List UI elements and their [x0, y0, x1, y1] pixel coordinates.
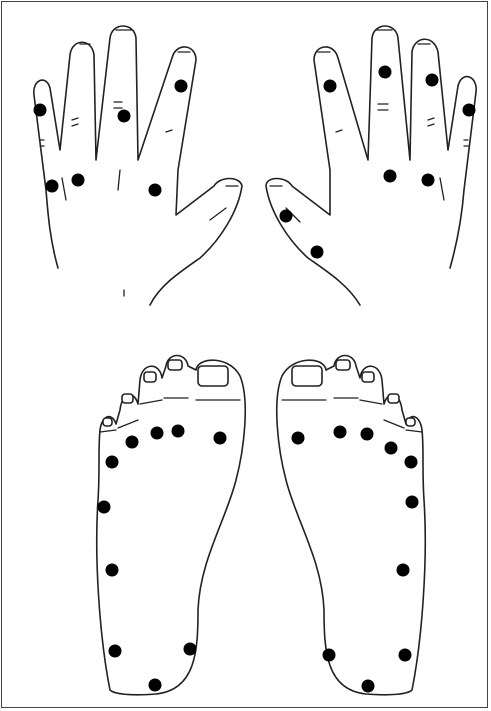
left-foot-marker — [149, 679, 162, 692]
left-foot-toenail-4 — [122, 394, 133, 403]
right-foot-marker — [361, 428, 374, 441]
right-foot-marker — [362, 680, 375, 693]
left-foot-marker — [109, 645, 122, 658]
right-hand-marker — [426, 74, 439, 87]
left-foot-big-toenail — [198, 366, 228, 386]
right-foot-toenail-3 — [362, 372, 374, 382]
left-foot-marker — [214, 432, 227, 445]
left-foot-toenail-2 — [168, 360, 182, 370]
left-hand-outline — [34, 26, 242, 305]
left-hand — [34, 26, 242, 305]
left-foot-toenail-5 — [103, 418, 112, 426]
right-foot-marker — [323, 649, 336, 662]
left-foot-marker — [151, 427, 164, 440]
right-foot-big-toenail — [292, 366, 322, 386]
left-hand-marker — [46, 180, 59, 193]
right-foot-marker — [385, 442, 398, 455]
right-foot-toenail-4 — [388, 394, 399, 403]
right-foot-marker — [292, 432, 305, 445]
left-hand-marker — [175, 80, 188, 93]
left-foot-marker — [172, 425, 185, 438]
right-foot-marker — [406, 496, 419, 509]
left-foot-marker — [106, 456, 119, 469]
right-foot-toenail-5 — [406, 418, 415, 426]
left-foot-marker — [184, 643, 197, 656]
right-hand-marker — [324, 80, 337, 93]
right-hand-outline — [266, 26, 476, 305]
right-foot-marker — [397, 564, 410, 577]
right-hand-marker — [379, 66, 392, 79]
right-foot-marker — [334, 426, 347, 439]
left-hand-marker — [72, 174, 85, 187]
right-foot-outline — [277, 356, 425, 695]
right-foot — [277, 356, 425, 695]
right-foot-marker — [399, 649, 412, 662]
left-foot-toenail-3 — [144, 372, 156, 382]
right-hand-marker — [311, 246, 324, 259]
right-hand-marker — [280, 210, 293, 223]
left-hand-marker — [118, 110, 131, 123]
left-foot — [97, 356, 245, 695]
right-foot-toenail-2 — [336, 360, 350, 370]
right-hand-marker — [384, 170, 397, 183]
left-foot-marker — [98, 501, 111, 514]
left-foot-marker — [126, 436, 139, 449]
right-hand-marker — [463, 104, 476, 117]
left-foot-outline — [97, 356, 245, 695]
right-hand-marker — [422, 174, 435, 187]
right-foot-marker — [405, 456, 418, 469]
left-hand-marker — [34, 104, 47, 117]
right-hand — [266, 26, 476, 305]
left-foot-marker — [106, 564, 119, 577]
left-hand-marker — [149, 184, 162, 197]
